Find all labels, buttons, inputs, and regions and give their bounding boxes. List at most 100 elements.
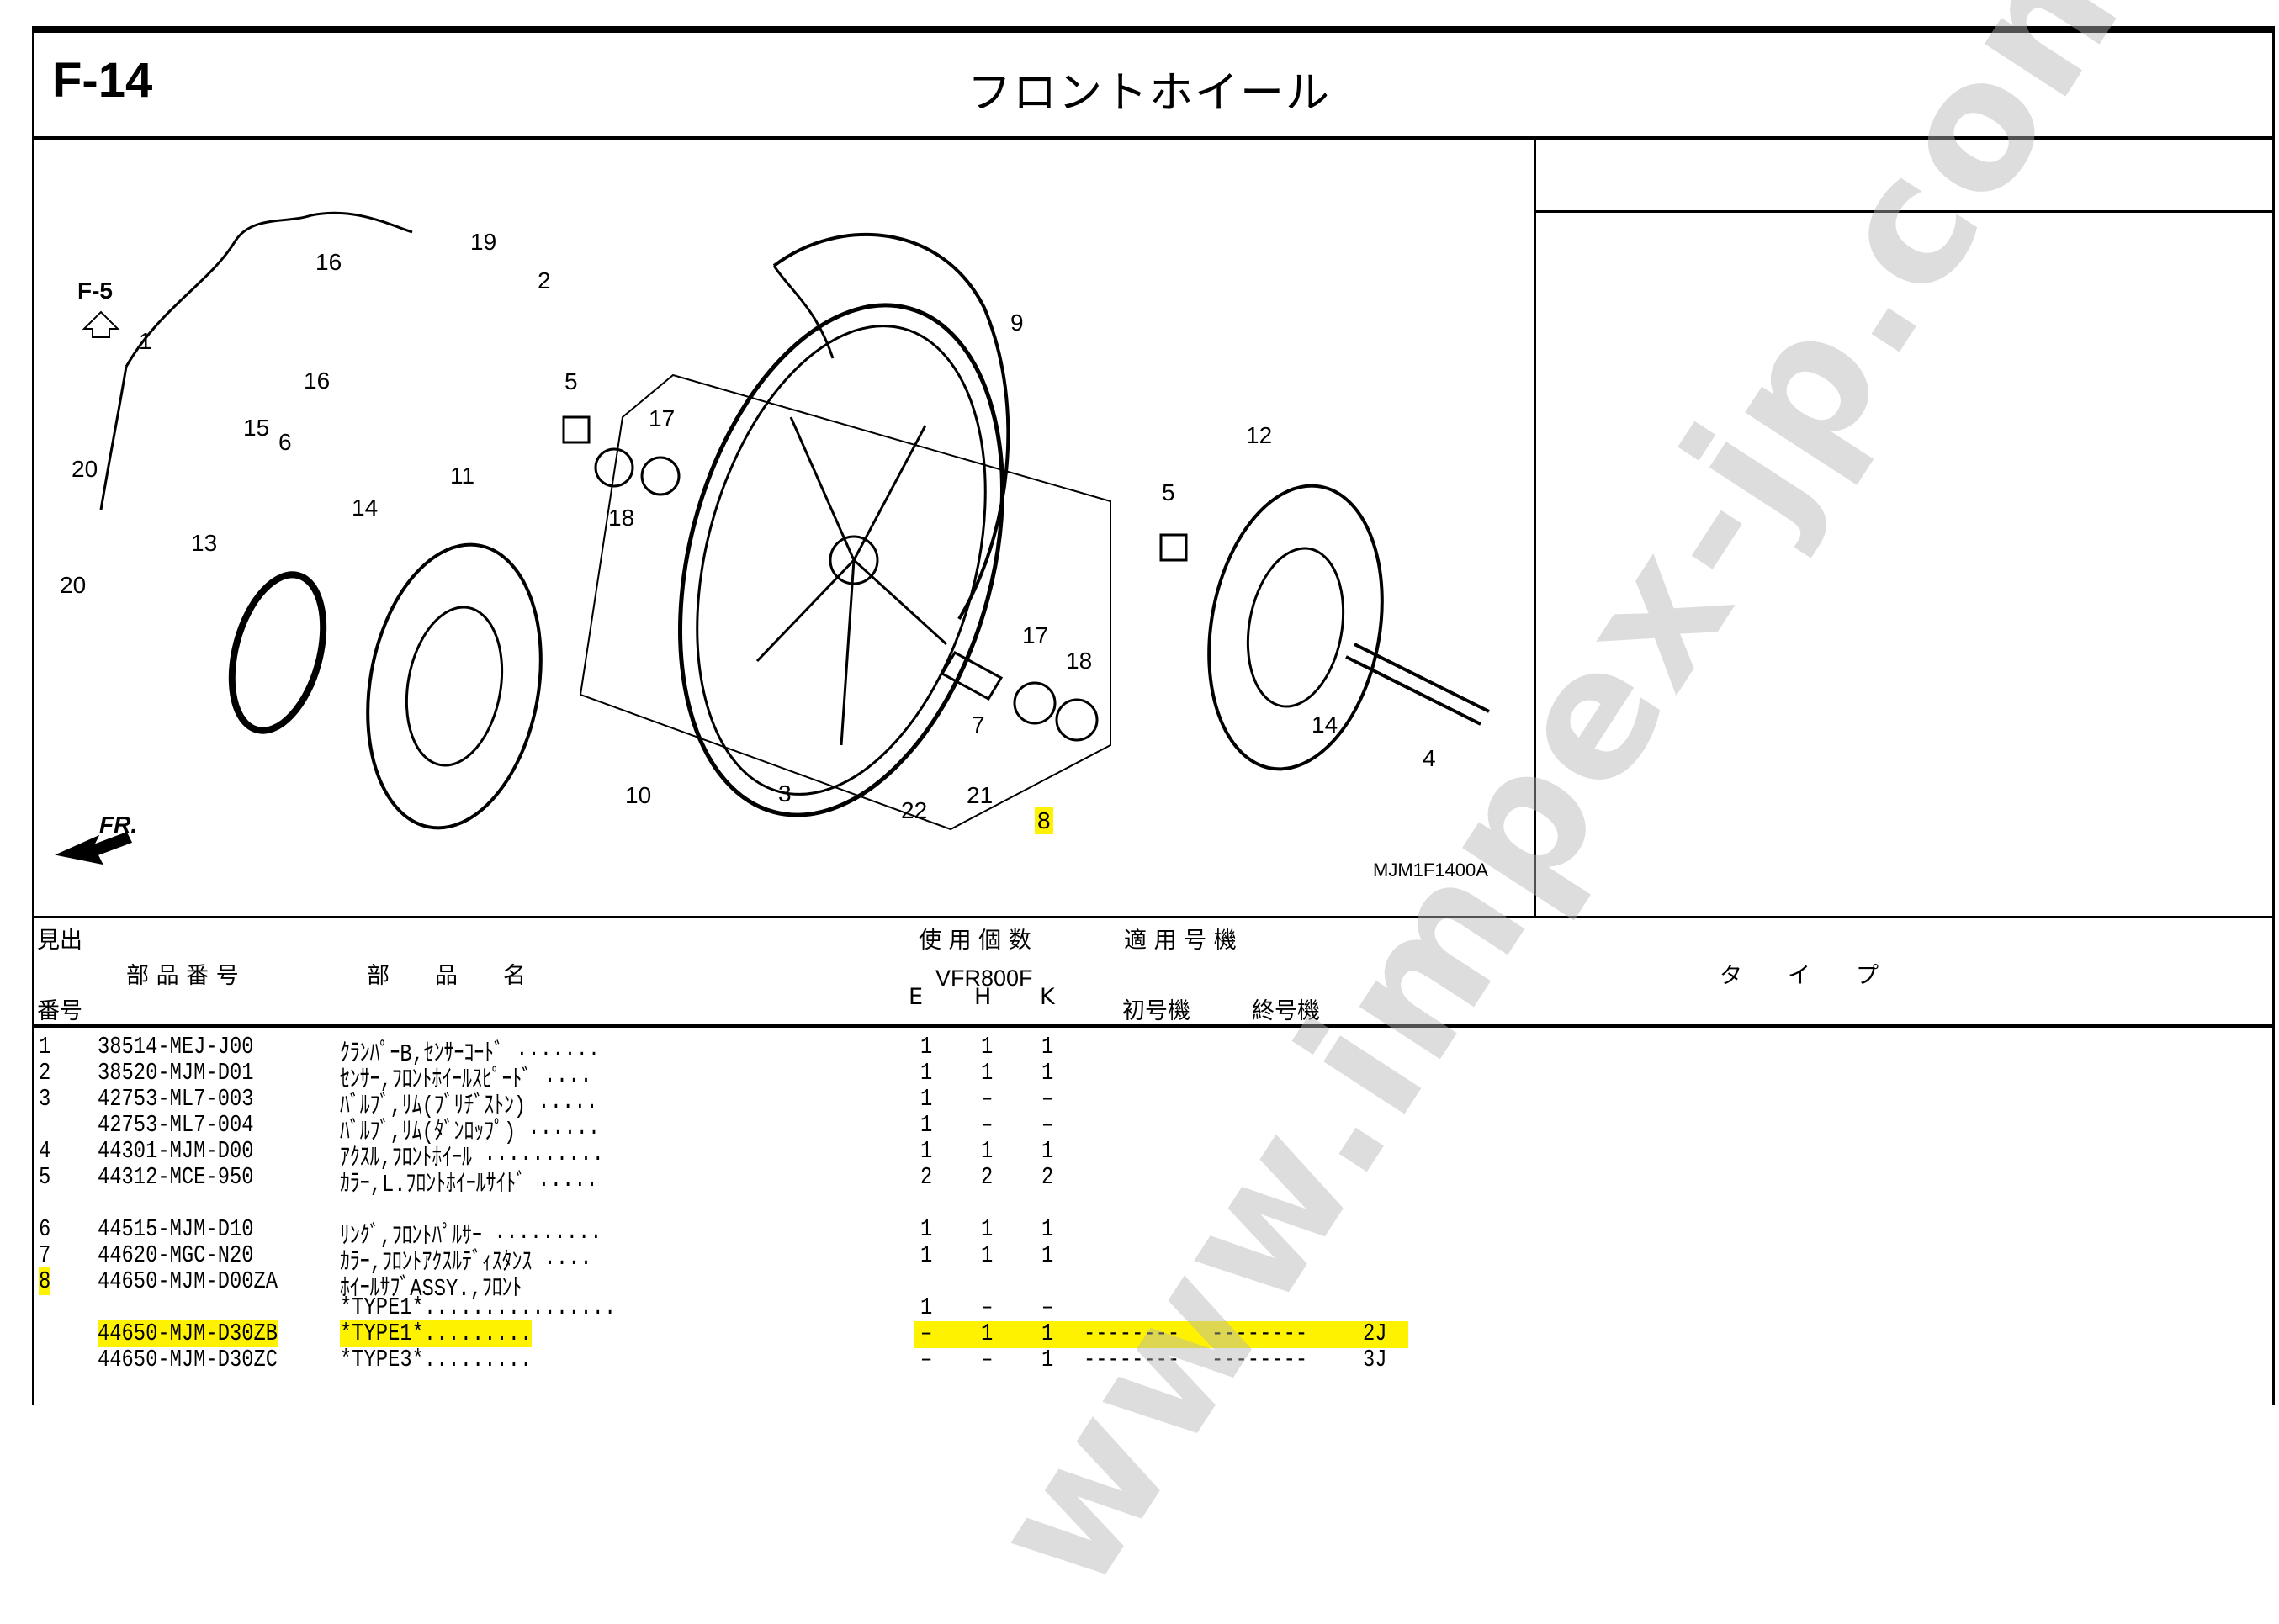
cell-ref: 3 <box>39 1085 51 1113</box>
table-header-divider <box>32 1024 2275 1028</box>
cell-h: 1 <box>981 1320 994 1347</box>
cell-part: 44650-MJM-D00ZA <box>98 1267 278 1295</box>
cell-k: 1 <box>1041 1320 1054 1347</box>
cell-e: 1 <box>920 1111 933 1139</box>
cell-k: 1 <box>1041 1241 1054 1269</box>
cell-k: 1 <box>1041 1215 1054 1243</box>
callout-17: 17 <box>1022 622 1049 648</box>
drawing-id: MJM1F1400A <box>1373 860 1488 881</box>
ref-label: F-5 <box>77 278 113 304</box>
cell-name: ﾘﾝｸﾞ,ﾌﾛﾝﾄﾊﾟﾙｻｰ ········· <box>340 1223 602 1251</box>
callout-20: 20 <box>72 456 98 482</box>
callout-5: 5 <box>1162 479 1175 505</box>
cell-name: ｾﾝｻｰ,ﾌﾛﾝﾄﾎｲｰﾙｽﾋﾟｰﾄﾞ ···· <box>340 1066 592 1094</box>
cell-name: ﾊﾞﾙﾌﾞ,ﾘﾑ(ﾌﾞﾘﾁﾞｽﾄﾝ) ····· <box>340 1092 598 1120</box>
header-divider <box>32 136 2275 140</box>
cell-ref: 1 <box>39 1033 51 1061</box>
cell-k: 1 <box>1041 1346 1054 1373</box>
cell-h: – <box>981 1111 994 1139</box>
callout-6: 6 <box>278 429 292 455</box>
cell-e: 1 <box>920 1085 933 1113</box>
cell-name: ｱｸｽﾙ,ﾌﾛﾝﾄﾎｲｰﾙ ·········· <box>340 1145 604 1172</box>
cell-name: ﾊﾞﾙﾌﾞ,ﾘﾑ(ﾀﾞﾝﾛｯﾌﾟ) ······ <box>340 1119 601 1146</box>
cell-e: 1 <box>920 1293 933 1321</box>
cell-k: 1 <box>1041 1137 1054 1165</box>
brake-disc-right <box>1207 484 1384 771</box>
front-arrow-icon <box>55 832 133 865</box>
cell-ref: 4 <box>39 1137 51 1165</box>
cell-name: *TYPE1*......... <box>340 1320 533 1347</box>
cell-e: – <box>920 1346 933 1373</box>
callout-11: 11 <box>450 463 475 489</box>
header-h: H <box>974 984 992 1010</box>
cell-name: *TYPE1*................ <box>340 1293 617 1321</box>
cell-k: – <box>1041 1293 1054 1321</box>
cell-name: *TYPE3*......... <box>340 1346 533 1373</box>
cell-ref: 7 <box>39 1241 51 1269</box>
callout-19: 19 <box>470 229 497 255</box>
callout-3: 3 <box>778 780 792 807</box>
header-last: 終号機 <box>1252 998 1320 1024</box>
callout-1: 1 <box>139 328 152 354</box>
page-frame <box>32 26 2275 1405</box>
callout-8: 8 <box>1035 807 1053 834</box>
header-first: 初号機 <box>1122 998 1190 1024</box>
wheel <box>678 303 1004 817</box>
cell-first: -------- <box>1084 1346 1180 1373</box>
cell-h: 1 <box>981 1241 994 1269</box>
callout-16: 16 <box>315 249 342 275</box>
callout-18: 18 <box>1066 648 1093 674</box>
pulser-ring <box>228 571 327 734</box>
cell-part: 44650-MJM-D30ZB <box>98 1320 278 1347</box>
callout-20: 20 <box>60 572 87 598</box>
cell-e: 1 <box>920 1241 933 1269</box>
tire <box>772 232 1010 621</box>
cell-part: 44650-MJM-D30ZC <box>98 1346 278 1373</box>
assembly-outline <box>579 373 1111 831</box>
header-e: E <box>909 984 924 1010</box>
callout-14: 14 <box>352 495 379 521</box>
callout-15: 15 <box>243 415 270 441</box>
cell-h: 1 <box>981 1215 994 1243</box>
axle <box>1345 643 1490 726</box>
callout-4: 4 <box>1423 745 1436 771</box>
cell-type: 3J <box>1363 1346 1387 1373</box>
page-code: F-14 <box>52 53 153 108</box>
cell-e: – <box>920 1320 933 1347</box>
callout-9: 9 <box>1010 309 1024 336</box>
cell-part: 38520-MJM-D01 <box>98 1059 254 1087</box>
header-part-name: 部 品 名 <box>367 963 526 989</box>
header-midashi: 見出 <box>37 928 82 954</box>
cell-ref: 2 <box>39 1059 51 1087</box>
cell-ref: 5 <box>39 1163 51 1191</box>
cell-h: – <box>981 1085 994 1113</box>
callout-22: 22 <box>901 797 928 823</box>
cell-type: 2J <box>1363 1320 1387 1347</box>
cell-name: ｸﾗﾝﾊﾟｰB,ｾﾝｻｰｺｰﾄﾞ ······· <box>340 1040 601 1068</box>
header-k: K <box>1040 984 1055 1010</box>
cell-e: 1 <box>920 1215 933 1243</box>
callout-12: 12 <box>1246 422 1273 448</box>
cell-k: 2 <box>1041 1163 1054 1191</box>
front-label: FR. <box>99 812 138 838</box>
cell-name: ｶﾗｰ,L.ﾌﾛﾝﾄﾎｲｰﾙｻｲﾄﾞ ····· <box>340 1171 598 1198</box>
cell-h: – <box>981 1293 994 1321</box>
callout-18: 18 <box>608 505 635 531</box>
panel-divider <box>1534 138 1536 917</box>
cell-part: 44515-MJM-D10 <box>98 1215 254 1243</box>
callout-10: 10 <box>625 782 652 808</box>
callout-7: 7 <box>972 711 985 738</box>
header-type: タ イ プ <box>1720 963 1879 989</box>
cell-k: – <box>1041 1085 1054 1113</box>
cell-e: 1 <box>920 1059 933 1087</box>
cell-h: 1 <box>981 1033 994 1061</box>
page-title: フロントホイール <box>967 68 1332 119</box>
diagram-divider <box>32 916 2275 918</box>
cell-name: ｶﾗｰ,ﾌﾛﾝﾄｱｸｽﾙﾃﾞｨｽﾀﾝｽ ···· <box>340 1249 592 1277</box>
cell-k: 1 <box>1041 1033 1054 1061</box>
collar <box>562 415 591 444</box>
callout-5: 5 <box>564 368 578 394</box>
callout-21: 21 <box>967 782 994 808</box>
cell-name: ﾎｲｰﾙｻﾌﾞASSY.,ﾌﾛﾝﾄ <box>340 1275 522 1303</box>
cell-part: 44312-MCE-950 <box>98 1163 254 1191</box>
